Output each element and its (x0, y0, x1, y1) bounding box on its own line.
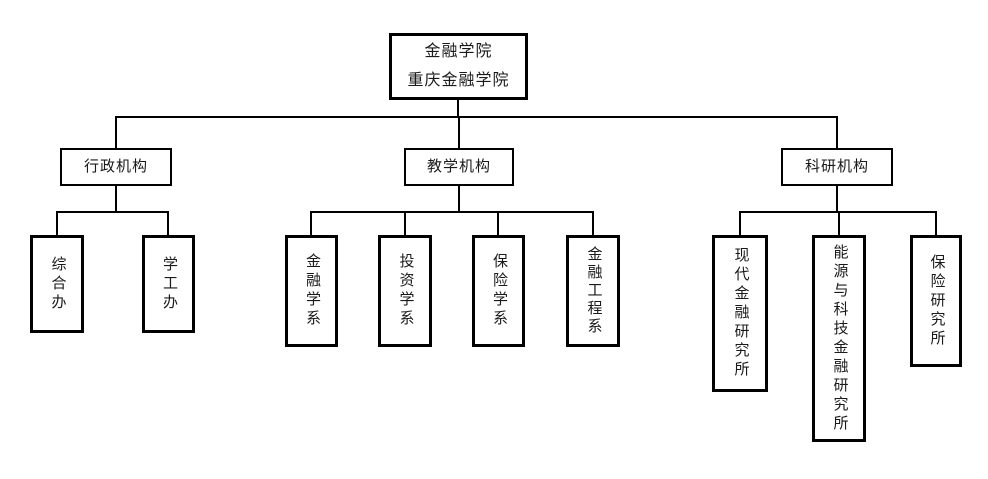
connector-main-rail (115, 116, 838, 118)
connector-admin-drop-1 (56, 212, 58, 235)
insurance-institute-label: 保险研究所 (928, 253, 945, 349)
financial-engineering-dept-label: 金融工程系 (585, 246, 602, 336)
node-general-office: 综合办 (30, 235, 84, 333)
connector-admin-rail (56, 211, 169, 213)
finance-dept-label: 金融学系 (304, 253, 320, 329)
root-label-line2: 重庆金融学院 (407, 71, 510, 89)
energy-tech-finance-institute-label: 能源与科技金融研究所 (831, 243, 848, 434)
connector-research-stem (836, 186, 838, 212)
connector-teaching-drop-2 (404, 212, 406, 235)
connector-admin-stem (115, 186, 117, 212)
connector-teaching-stem (458, 186, 460, 212)
insurance-dept-label: 保险学系 (491, 253, 507, 329)
node-branch-admin: 行政机构 (60, 148, 172, 186)
branch-admin-label: 行政机构 (83, 158, 148, 175)
connector-teaching-drop-4 (592, 212, 594, 235)
branch-teaching-label: 教学机构 (426, 158, 491, 175)
node-root: 金融学院 重庆金融学院 (389, 33, 528, 100)
root-label: 金融学院 重庆金融学院 (407, 38, 509, 96)
node-financial-engineering-dept: 金融工程系 (566, 235, 620, 347)
investment-dept-label: 投资学系 (397, 253, 414, 329)
root-label-line1: 金融学院 (424, 42, 493, 60)
connector-research-drop-3 (935, 212, 937, 235)
general-office-label: 综合办 (49, 255, 66, 313)
connector-drop-teaching (458, 117, 460, 148)
node-insurance-dept: 保险学系 (472, 235, 525, 347)
node-student-affairs-office: 学工办 (142, 235, 195, 333)
connector-admin-drop-2 (167, 212, 169, 235)
connector-teaching-rail (310, 211, 594, 213)
connector-research-drop-2 (838, 212, 840, 235)
node-branch-research: 科研机构 (781, 148, 893, 186)
node-energy-tech-finance-institute: 能源与科技金融研究所 (812, 235, 866, 442)
connector-teaching-drop-1 (310, 212, 312, 235)
connector-drop-research (836, 117, 838, 148)
connector-teaching-drop-3 (497, 212, 499, 235)
node-insurance-institute: 保险研究所 (910, 235, 962, 367)
connector-research-drop-1 (739, 212, 741, 235)
connector-root-stem (457, 100, 459, 117)
node-finance-dept: 金融学系 (285, 235, 338, 347)
connector-drop-admin (115, 117, 117, 148)
student-affairs-office-label: 学工办 (161, 255, 177, 313)
node-branch-teaching: 教学机构 (404, 148, 514, 186)
node-modern-finance-institute: 现代金融研究所 (712, 235, 768, 392)
modern-finance-institute-label: 现代金融研究所 (732, 247, 749, 380)
node-investment-dept: 投资学系 (378, 235, 432, 347)
branch-research-label: 科研机构 (804, 158, 869, 175)
